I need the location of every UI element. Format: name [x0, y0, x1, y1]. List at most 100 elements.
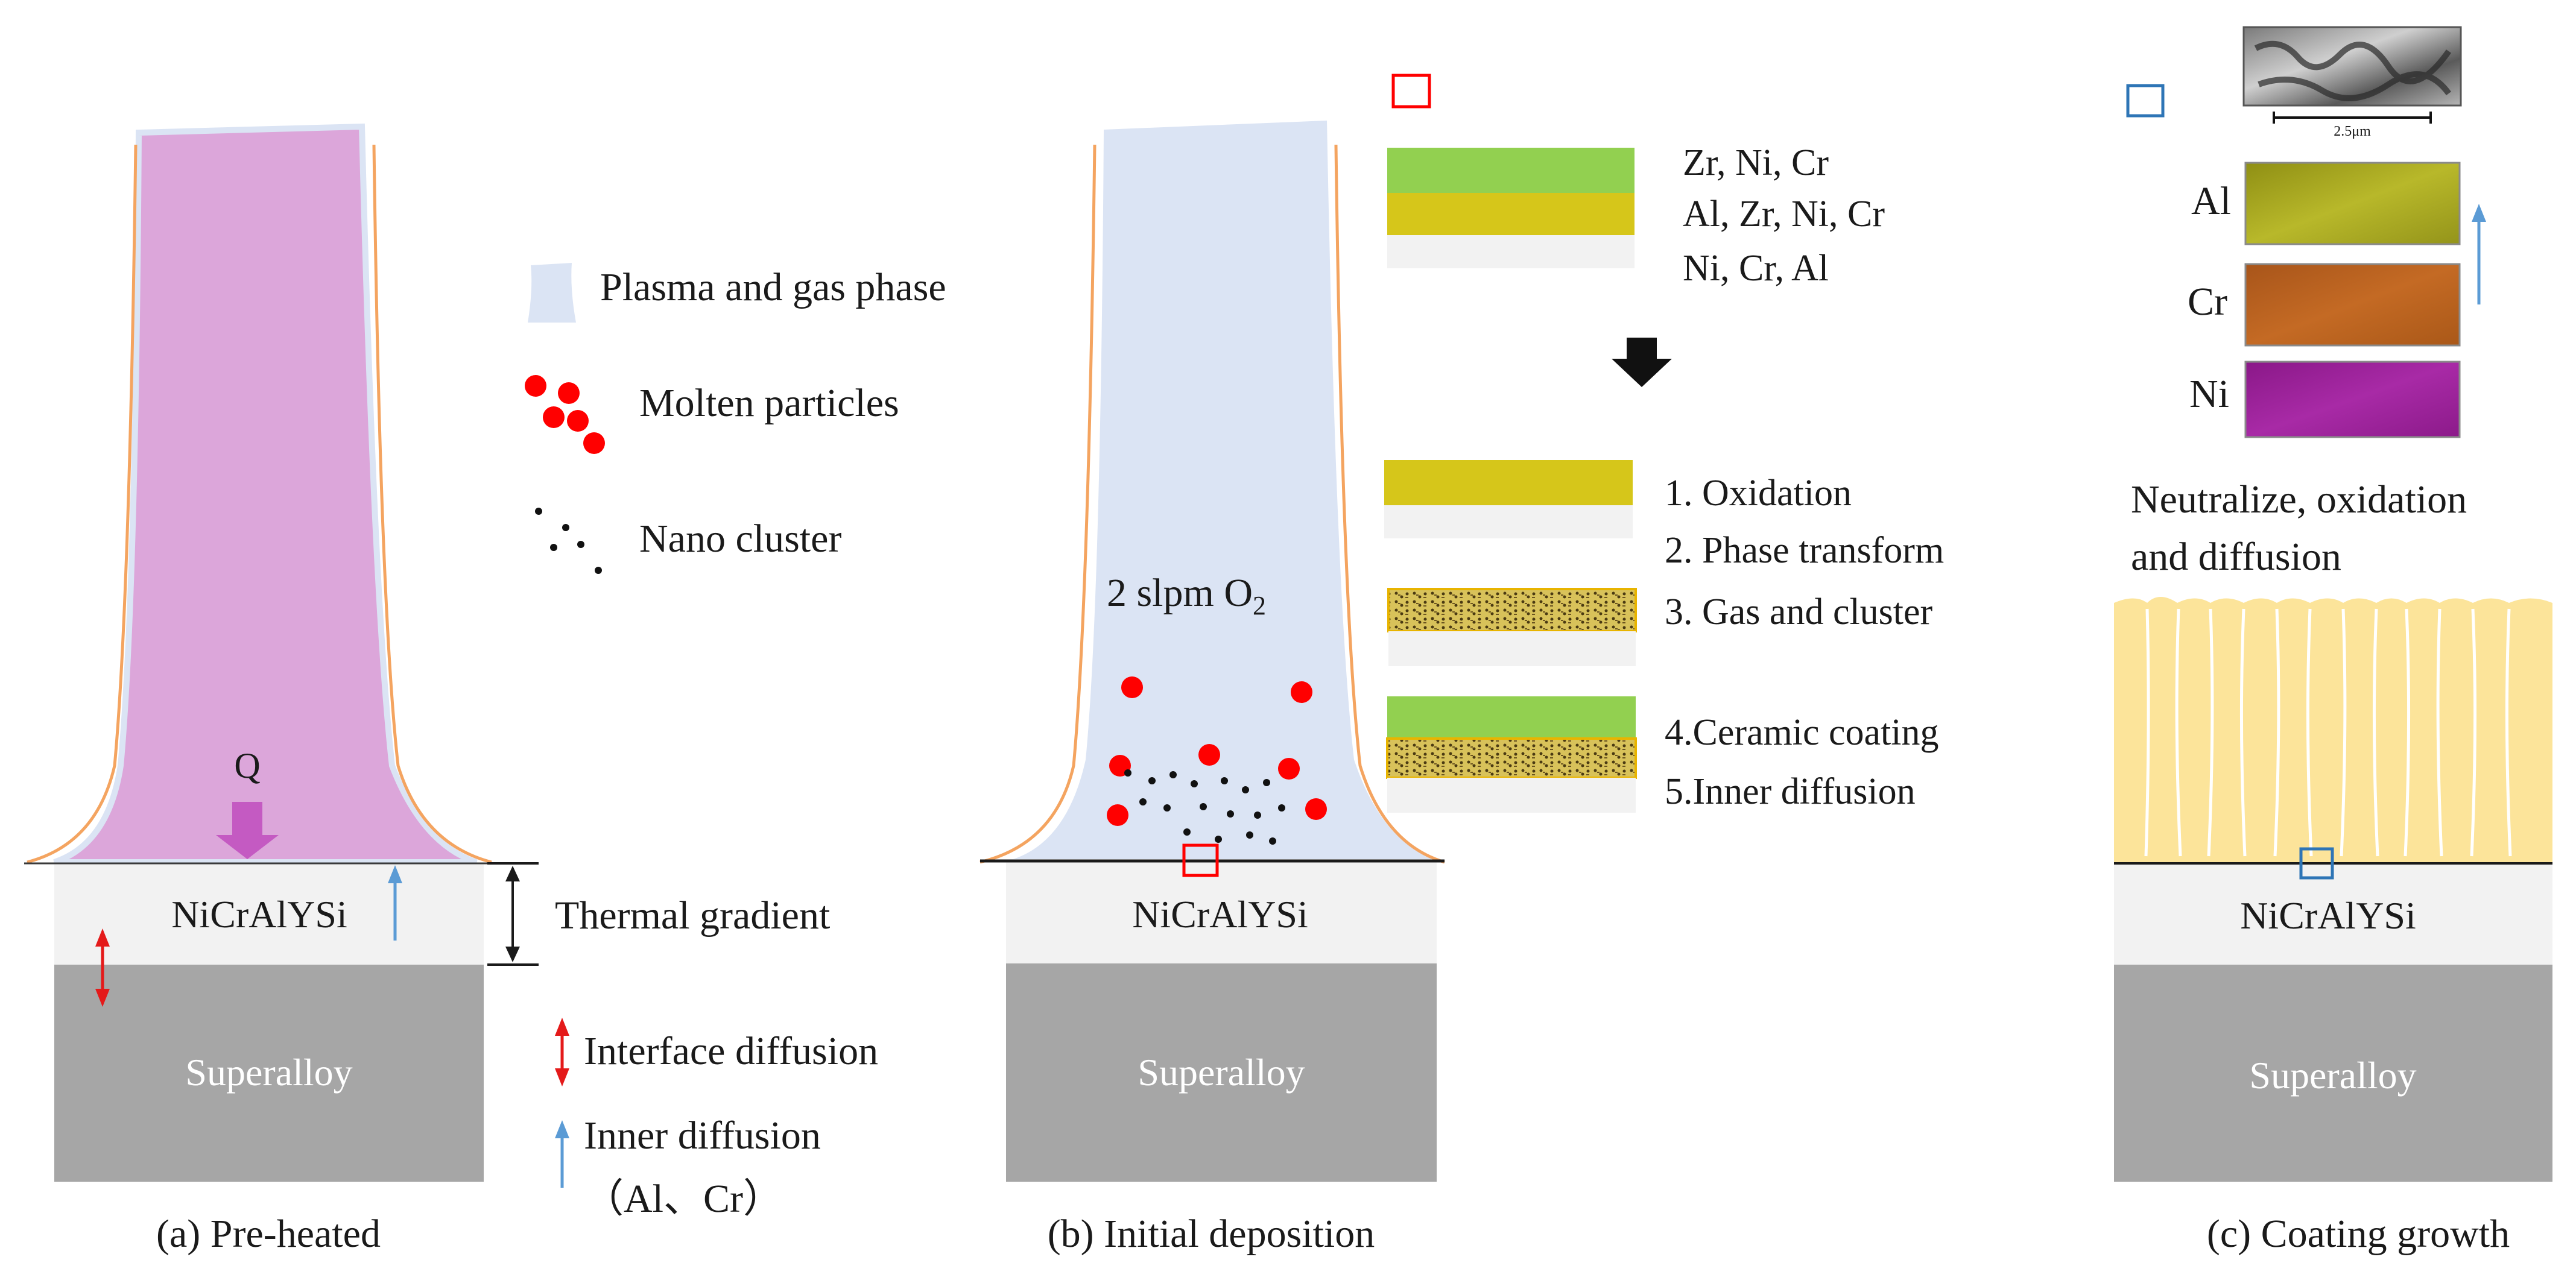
step-3: 3. Gas and cluster [1665, 591, 1933, 632]
column-boundary [2372, 608, 2379, 857]
molten-particle [1198, 744, 1220, 766]
column-boundary [2207, 608, 2214, 857]
legend-molten-dot [543, 406, 565, 428]
column-boundary [2306, 608, 2313, 857]
step-5: 5.Inner diffusion [1665, 771, 1916, 812]
heat-arrow [216, 802, 279, 859]
bond-coat-a [54, 863, 484, 965]
nano-cluster-dot [1139, 798, 1147, 805]
down-arrow-black [1612, 338, 1672, 387]
stack2-yellow [1384, 460, 1633, 505]
heat-label: Q [234, 746, 260, 786]
nano-cluster-dot [1263, 779, 1270, 786]
bond-coat-b [1006, 861, 1437, 963]
substrate-label-a: Superalloy [185, 1051, 352, 1094]
plasma-plume-pink [53, 123, 478, 865]
panel-c: 2.5μm Al Cr Ni Neutralize, oxidation and… [2114, 26, 2552, 1256]
legend-nano-dot [577, 541, 584, 548]
legend-plasma-icon [528, 263, 576, 323]
flame-outline-left [27, 144, 138, 864]
scale-bar-label: 2.5μm [2334, 124, 2371, 139]
bond-coat-label-c: NiCrAlYSi [2240, 894, 2416, 937]
stack2-base [1384, 505, 1633, 538]
interface-arrowhead-down-a [95, 989, 110, 1007]
thermal-arrowhead-up [505, 866, 520, 881]
cr-label: Cr [2188, 280, 2227, 324]
substrate-c [2114, 965, 2552, 1182]
substrate-a [54, 965, 484, 1182]
note-line-2: and diffusion [2131, 535, 2341, 579]
inner-diffusion-arrowhead-a [388, 865, 402, 883]
column-boundary [2144, 608, 2150, 857]
map-direction-arrowhead [2472, 204, 2486, 222]
nano-cluster-dot [1215, 836, 1222, 843]
step-2: 2. Phase transform [1665, 530, 1944, 571]
molten-particle [1291, 681, 1312, 703]
ni-label: Ni [2189, 372, 2229, 416]
step-4: 4.Ceramic coating [1665, 712, 1939, 753]
legend-molten-dot [525, 375, 546, 397]
legend-interface-label: Interface diffusion [584, 1029, 878, 1073]
stack1-label-1: Zr, Ni, Cr [1683, 142, 1829, 183]
caption-a: (a) Pre-heated [156, 1212, 381, 1256]
nano-cluster-dot [1269, 837, 1276, 845]
al-label: Al [2191, 179, 2231, 223]
sem-texture [2254, 40, 2452, 101]
note-line-1: Neutralize, oxidation [2131, 478, 2467, 522]
molten-particles-b [1107, 676, 1327, 826]
legend-inner-elements: （Al、Cr） [584, 1177, 783, 1221]
legend-molten-label: Molten particles [639, 381, 899, 425]
al-map [2244, 162, 2461, 245]
legend-nano-dot [595, 567, 602, 574]
substrate-label-b: Superalloy [1138, 1051, 1305, 1094]
flame-outline-left-b [979, 144, 1097, 864]
column-boundary [2175, 608, 2182, 857]
bond-coat-label-b: NiCrAlYSi [1132, 893, 1308, 936]
nano-cluster-dot [1242, 786, 1249, 793]
molten-particle [1278, 758, 1300, 780]
column-boundary [2436, 608, 2443, 857]
plasma-plume-blue [1013, 121, 1435, 859]
molten-particle [1107, 804, 1128, 826]
legend-thermal-label: Thermal gradient [555, 894, 830, 938]
stack1-yellow [1387, 193, 1635, 235]
layer-stack: Zr, Ni, Cr Al, Zr, Ni, Cr Ni, Cr, Al 1. … [1384, 74, 1944, 813]
molten-particle [1305, 798, 1327, 820]
stack4-green [1387, 696, 1636, 739]
column-boundary [2470, 608, 2477, 857]
stack1-label-2: Al, Zr, Ni, Cr [1683, 194, 1885, 235]
bond-coat-label-a: NiCrAlYSi [171, 893, 347, 936]
stack4-cluster [1386, 737, 1637, 779]
panel-b: 2 slpm O2 [979, 121, 1445, 1256]
thermal-arrowhead-down [505, 947, 520, 962]
nano-cluster-dot [1278, 804, 1285, 812]
legend-molten-dot [583, 432, 605, 454]
nano-cluster-dot [1221, 777, 1228, 784]
stack3-cluster [1387, 588, 1637, 632]
step-1: 1. Oxidation [1665, 473, 1852, 514]
flame-outline-right [372, 144, 492, 864]
gas-label-subscript: 2 [1253, 591, 1266, 620]
columnar-coating [2114, 597, 2552, 862]
nano-cluster-dot [1246, 831, 1253, 839]
nano-cluster-dot [1148, 777, 1156, 784]
sem-image [2242, 26, 2462, 107]
bond-coat-c [2114, 863, 2552, 965]
legend-nano-label: Nano cluster [639, 517, 841, 561]
stack1-label-3: Ni, Cr, Al [1683, 248, 1829, 289]
column-boundary [2505, 608, 2512, 857]
panel-a: Q NiCrAlYSi Superalloy (a) Pre-heated [24, 123, 539, 1256]
zoom-marker-blue [2126, 84, 2165, 118]
legend-nano-dot [562, 524, 569, 531]
gas-label-main: 2 slpm O [1107, 571, 1253, 615]
column-boundary [2340, 608, 2347, 857]
nano-cluster-dot [1163, 804, 1171, 812]
ni-map [2244, 361, 2461, 438]
caption-c: (c) Coating growth [2207, 1212, 2510, 1256]
legend-nano-dot [535, 508, 542, 515]
stack1-green [1387, 148, 1635, 193]
legend: Plasma and gas phase Molten particles Na… [525, 263, 946, 1221]
cr-map [2244, 263, 2461, 347]
gas-label: 2 slpm O2 [1107, 571, 1266, 620]
column-boundary [2404, 608, 2411, 857]
